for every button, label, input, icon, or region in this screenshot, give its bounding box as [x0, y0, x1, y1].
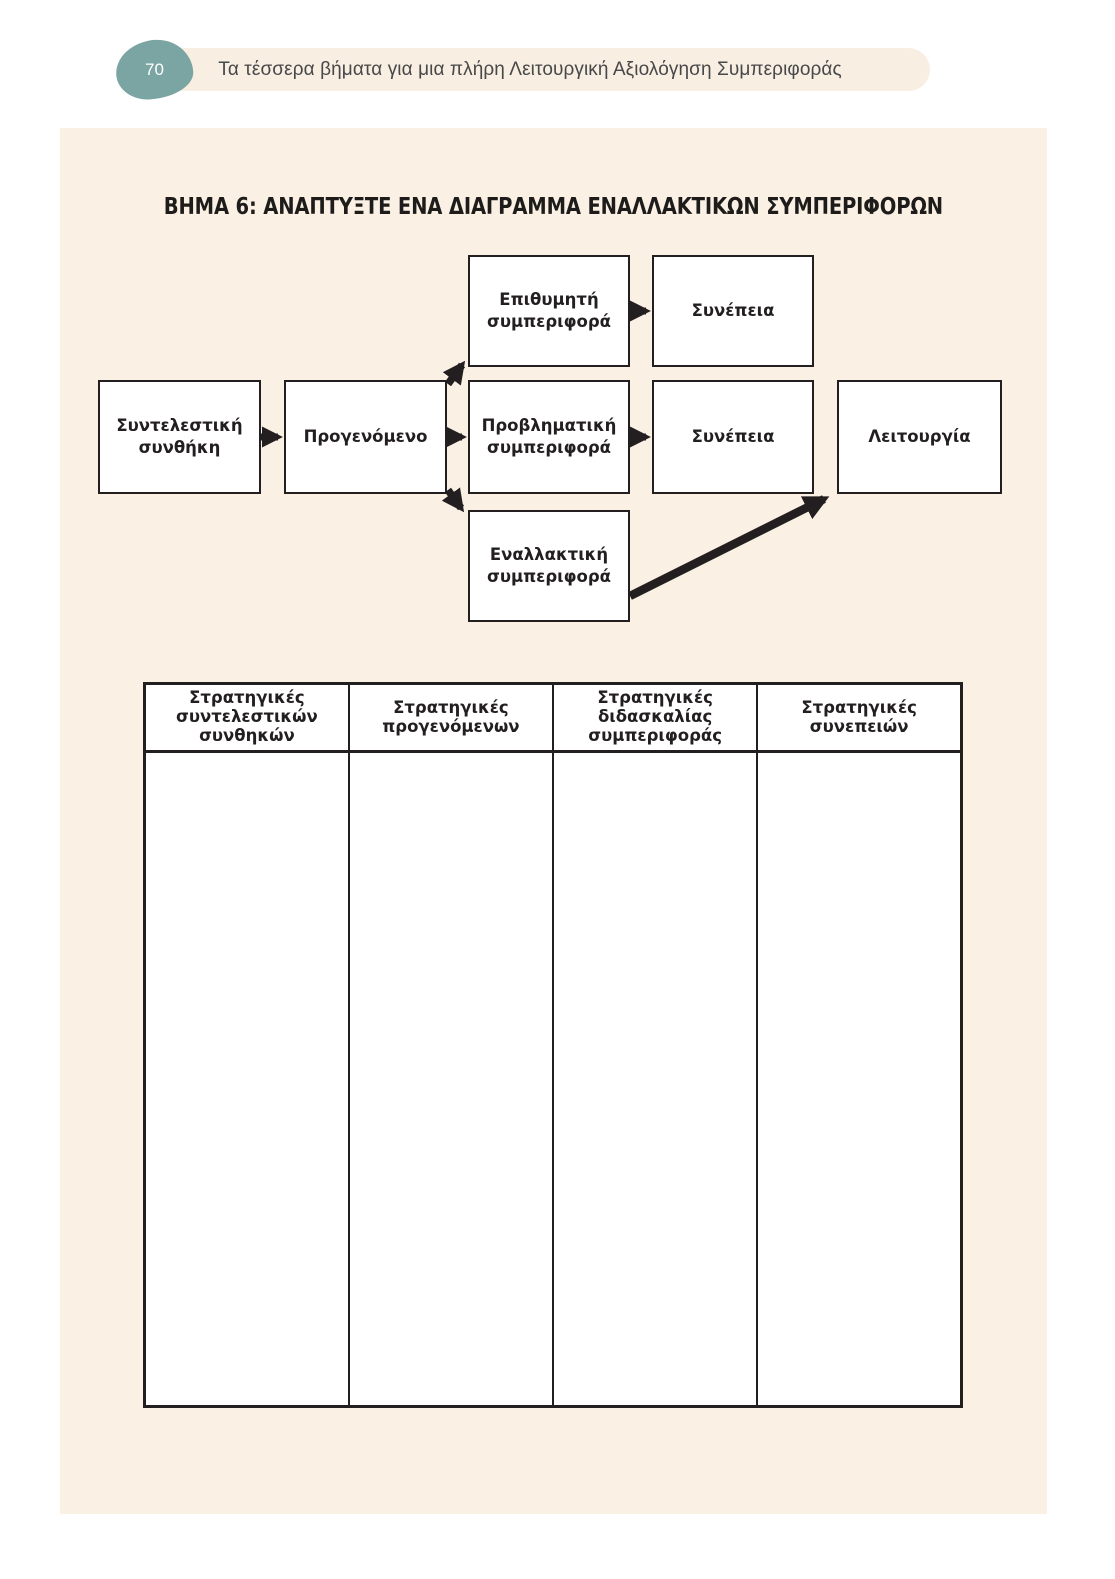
table-body-cell-antecedent-strategies — [347, 750, 555, 1408]
table-header-cell-setting-strategies: Στρατηγικές συντελεστικών συνθηκών — [142, 682, 350, 753]
table-body-cell-setting-strategies — [142, 750, 350, 1408]
diagram-box-consequence-problem: Συνέπεια — [652, 380, 814, 494]
table-header-cell-teaching-strategies: Στρατηγικές διδασκαλίας συμπεριφοράς — [551, 682, 759, 753]
diagram-box-label: Συνέπεια — [691, 300, 775, 320]
diagram-box-alternative-behavior: Εναλλακτική συμπεριφορά — [468, 510, 630, 622]
diagram-box-setting-event: Συντελεστική συνθήκη — [98, 380, 261, 494]
diagram-box-antecedent: Προγενόμενο — [284, 380, 447, 494]
arrow-antecedent-to-alternative — [441, 487, 465, 513]
strategies-table: Στρατηγικές συντελεστικών συνθηκών Στρατ… — [142, 682, 964, 1408]
diagram-box-label: Προγενόμενο — [303, 426, 428, 446]
table-body-row — [142, 750, 964, 1408]
diagram-box-problem-behavior: Προβληματική συμπεριφορά — [468, 380, 630, 494]
heading-row: ΒΗΜΑ 6: ΑΝΑΠΤΥΞΤΕ ΕΝΑ ΔΙΑΓΡΑΜΜΑ ΕΝΑΛΛΑΚΤ… — [60, 194, 1047, 220]
diagram-box-consequence-desired: Συνέπεια — [652, 255, 814, 367]
diagram-box-label: Προβληματική συμπεριφορά — [481, 415, 617, 457]
header-band: Τα τέσσερα βήματα για μια πλήρη Λειτουργ… — [130, 48, 930, 91]
diagram-box-desired-behavior: Επιθυμητή συμπεριφορά — [468, 255, 630, 367]
diagram-box-function: Λειτουργία — [837, 380, 1002, 494]
table-header-cell-consequence-strategies: Στρατηγικές συνεπειών — [756, 682, 964, 753]
diagram-box-label: Λειτουργία — [868, 426, 971, 446]
content-panel: ΒΗΜΑ 6: ΑΝΑΠΤΥΞΤΕ ΕΝΑ ΔΙΑΓΡΑΜΜΑ ΕΝΑΛΛΑΚΤ… — [60, 128, 1047, 1514]
section-heading: ΒΗΜΑ 6: ΑΝΑΠΤΥΞΤΕ ΕΝΑ ΔΙΑΓΡΑΜΜΑ ΕΝΑΛΛΑΚΤ… — [163, 194, 944, 220]
running-title: Τα τέσσερα βήματα για μια πλήρη Λειτουργ… — [218, 58, 842, 80]
diagram-box-label: Συντελεστική συνθήκη — [116, 415, 243, 457]
arrow-alternative-to-function — [628, 495, 830, 600]
table-header-row: Στρατηγικές συντελεστικών συνθηκών Στρατ… — [142, 682, 964, 753]
table-body-cell-teaching-strategies — [551, 750, 759, 1408]
diagram-box-label: Συνέπεια — [691, 426, 775, 446]
diagram-box-label: Εναλλακτική συμπεριφορά — [487, 544, 611, 586]
table-body-cell-consequence-strategies — [756, 750, 964, 1408]
table-header-cell-antecedent-strategies: Στρατηγικές προγενόμενων — [347, 682, 555, 753]
diagram-box-label: Επιθυμητή συμπεριφορά — [487, 289, 611, 331]
arrow-antecedent-to-desired — [442, 360, 466, 387]
page-number: 70 — [145, 59, 164, 79]
